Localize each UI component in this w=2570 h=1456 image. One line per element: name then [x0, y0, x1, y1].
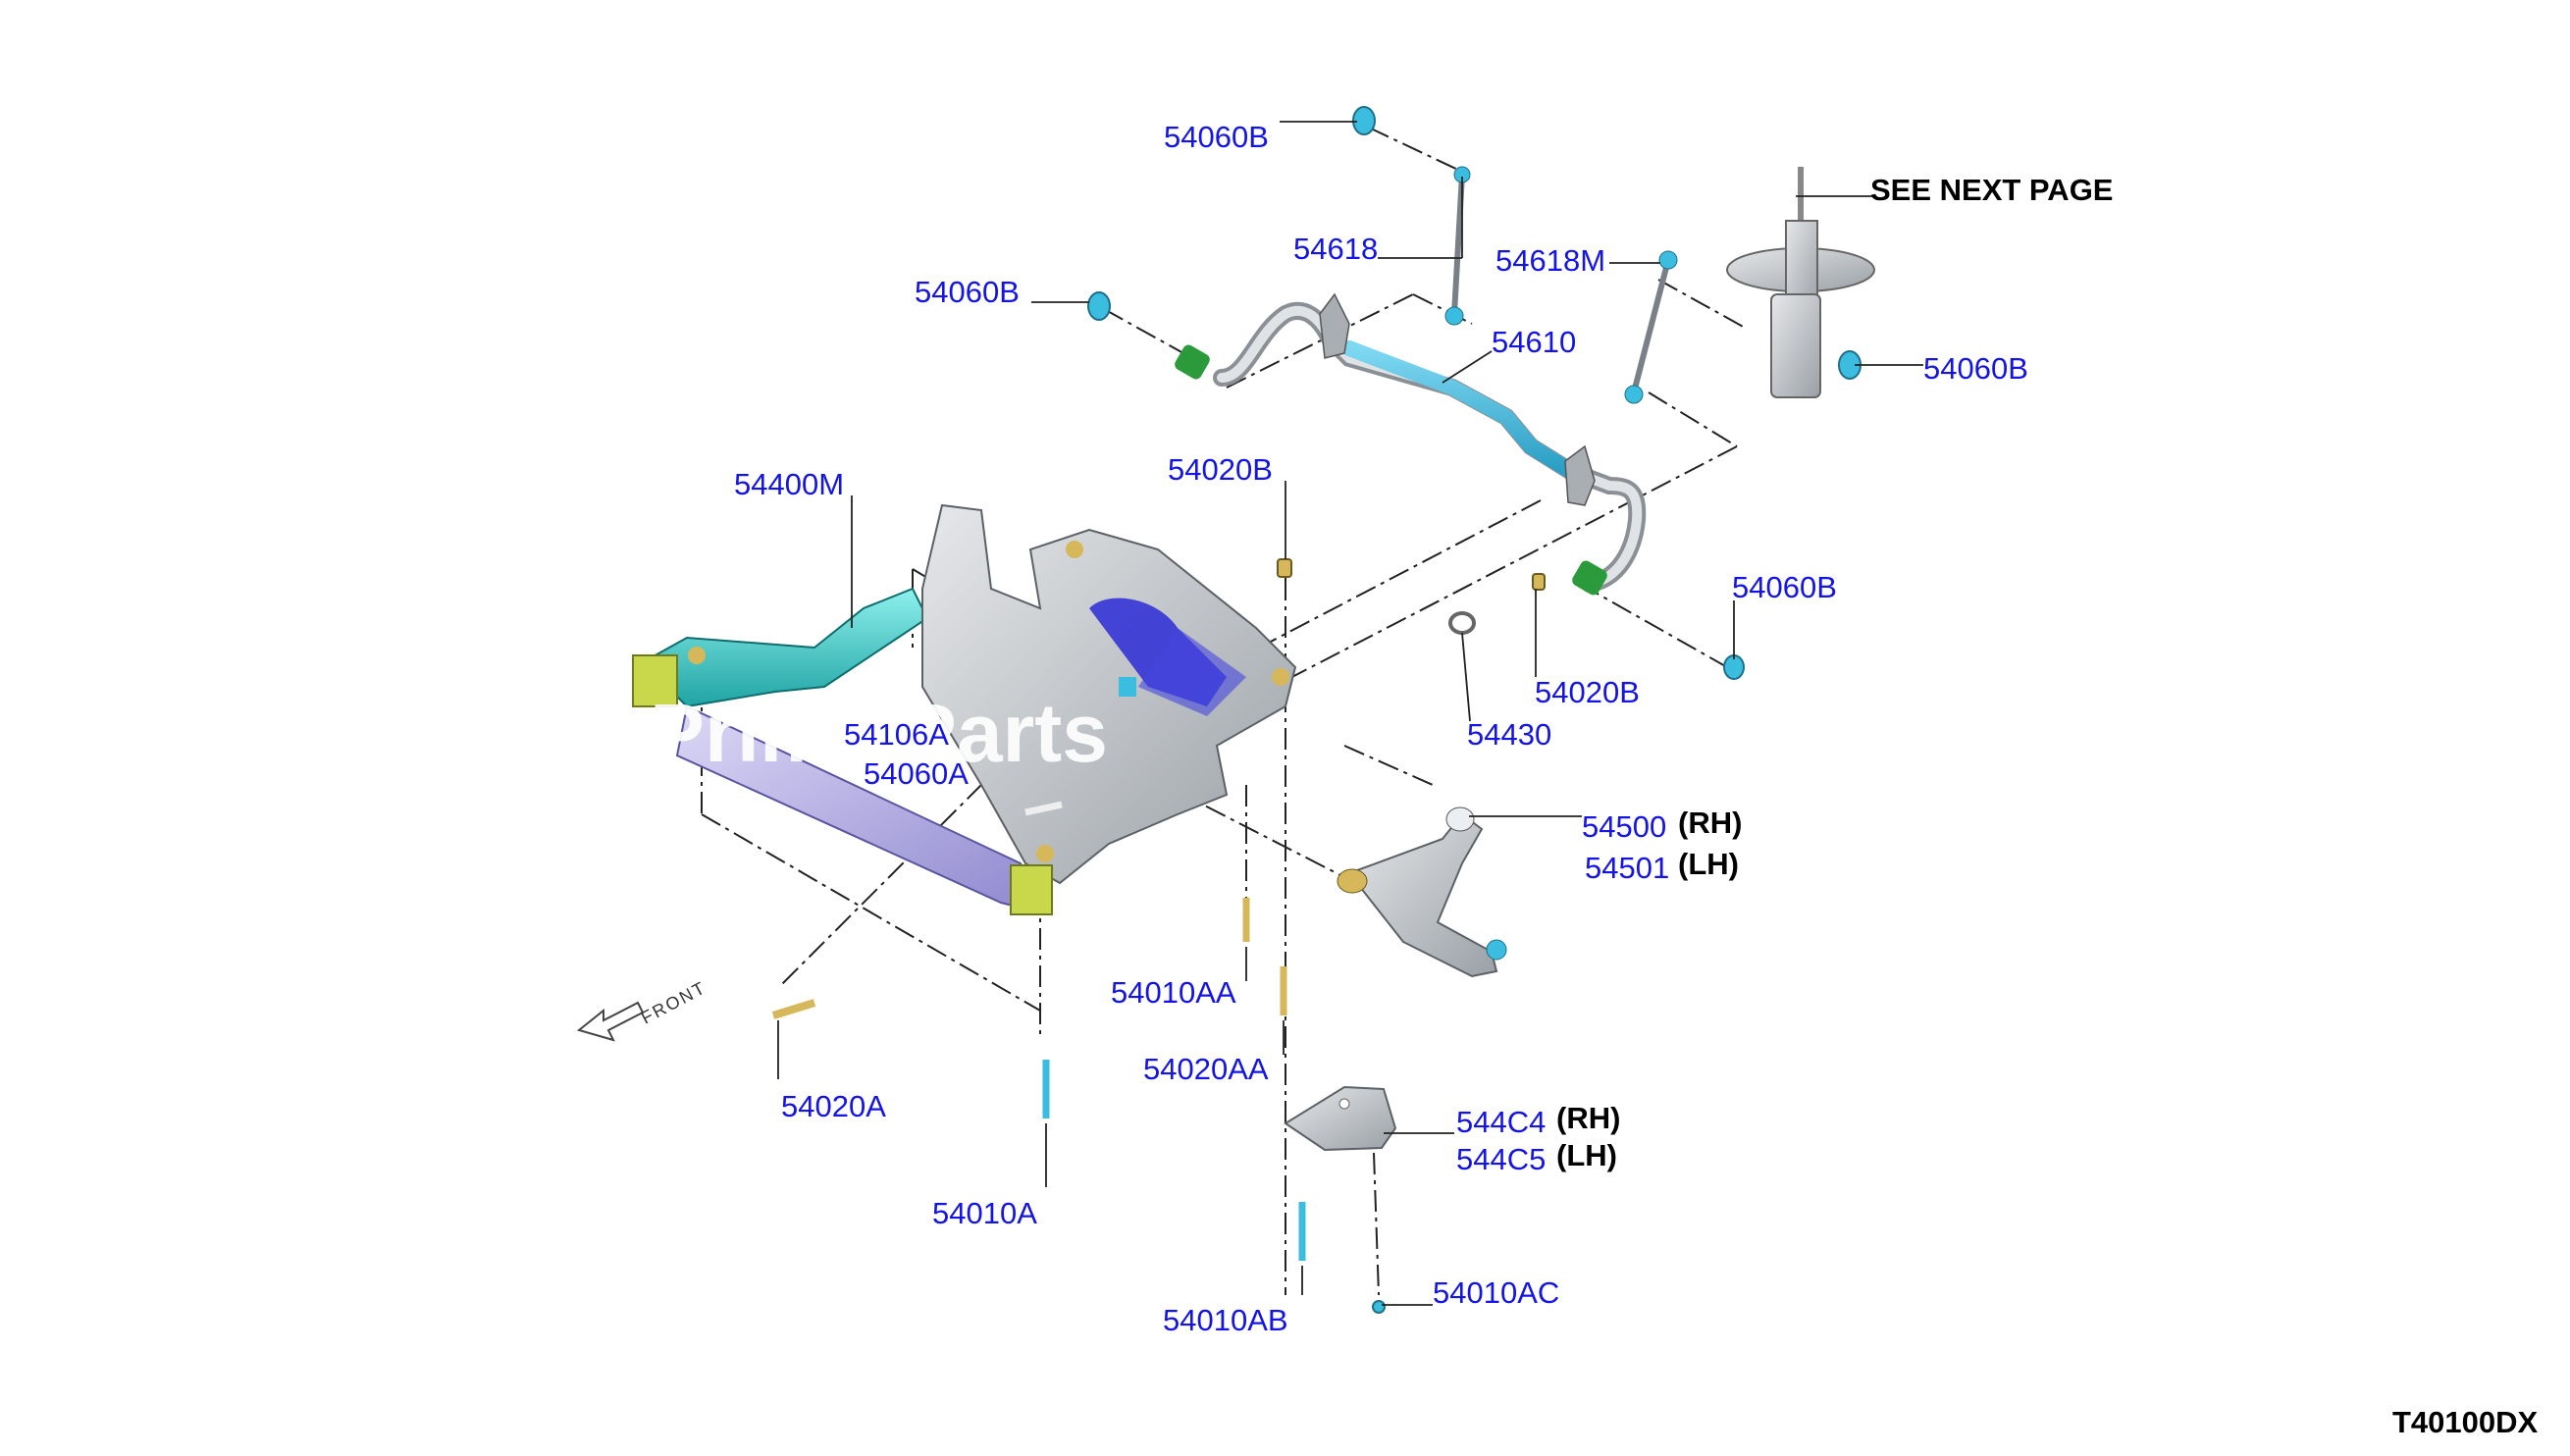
label-54501[interactable]: 54501: [1585, 851, 1670, 885]
label-544C5[interactable]: 544C5: [1456, 1142, 1547, 1176]
label-54060A[interactable]: 54060A: [864, 756, 969, 791]
arm-bracket: [1284, 1085, 1397, 1152]
front-crossmember: [632, 503, 1297, 915]
suffix-lh-54501: (LH): [1678, 847, 1739, 881]
label-54500[interactable]: 54500: [1582, 809, 1667, 844]
label-54010AC[interactable]: 54010AC: [1433, 1275, 1560, 1310]
label-54060B-mid[interactable]: 54060B: [1732, 570, 1837, 604]
sway-bar-bracket-right: [1564, 444, 1596, 506]
bushing-right: [1572, 560, 1607, 596]
label-54010AB[interactable]: 54010AB: [1163, 1303, 1288, 1337]
diagram-code: T40100DX: [2392, 1405, 2539, 1439]
nut-54060B-icons: [1087, 106, 1862, 680]
label-54010AA[interactable]: 54010AA: [1111, 975, 1236, 1010]
suffix-rh-544C4: (RH): [1556, 1101, 1621, 1135]
label-54060B-left[interactable]: 54060B: [915, 275, 1020, 309]
label-54060B-top[interactable]: 54060B: [1164, 120, 1269, 154]
label-54010A[interactable]: 54010A: [932, 1196, 1037, 1230]
label-54020A[interactable]: 54020A: [781, 1089, 886, 1123]
see-next-page-note[interactable]: SEE NEXT PAGE: [1870, 173, 2114, 207]
suffix-lh-544C5: (LH): [1556, 1138, 1617, 1172]
label-54020B-top[interactable]: 54020B: [1168, 452, 1273, 487]
stabilizer-link-54618: [1444, 166, 1471, 326]
bushing-left: [1175, 344, 1210, 380]
sway-bar-bracket-left: [1319, 292, 1350, 359]
lower-control-arm: [1337, 806, 1507, 978]
label-leaders: [777, 121, 1923, 1306]
watermark: Prime Parts: [650, 687, 1108, 779]
label-54020AA[interactable]: 54020AA: [1143, 1052, 1269, 1086]
label-54618M[interactable]: 54618M: [1495, 243, 1606, 278]
strut-assembly: [1726, 167, 1875, 398]
label-54106A[interactable]: 54106A: [844, 717, 949, 752]
stabilizer-link-54618M: [1624, 250, 1678, 404]
label-54610[interactable]: 54610: [1492, 325, 1577, 359]
label-54060B-right[interactable]: 54060B: [1923, 351, 2028, 386]
label-54618[interactable]: 54618: [1293, 232, 1379, 266]
label-54430[interactable]: 54430: [1467, 717, 1552, 752]
suffix-rh-54500: (RH): [1678, 806, 1743, 840]
stabilizer-bar: [1213, 301, 1647, 593]
label-54400M[interactable]: 54400M: [734, 467, 845, 501]
label-54020B-mid[interactable]: 54020B: [1535, 675, 1640, 709]
label-544C4[interactable]: 544C4: [1456, 1105, 1547, 1139]
bolt-icons: [771, 558, 1546, 1314]
front-arrow: [576, 1001, 645, 1042]
